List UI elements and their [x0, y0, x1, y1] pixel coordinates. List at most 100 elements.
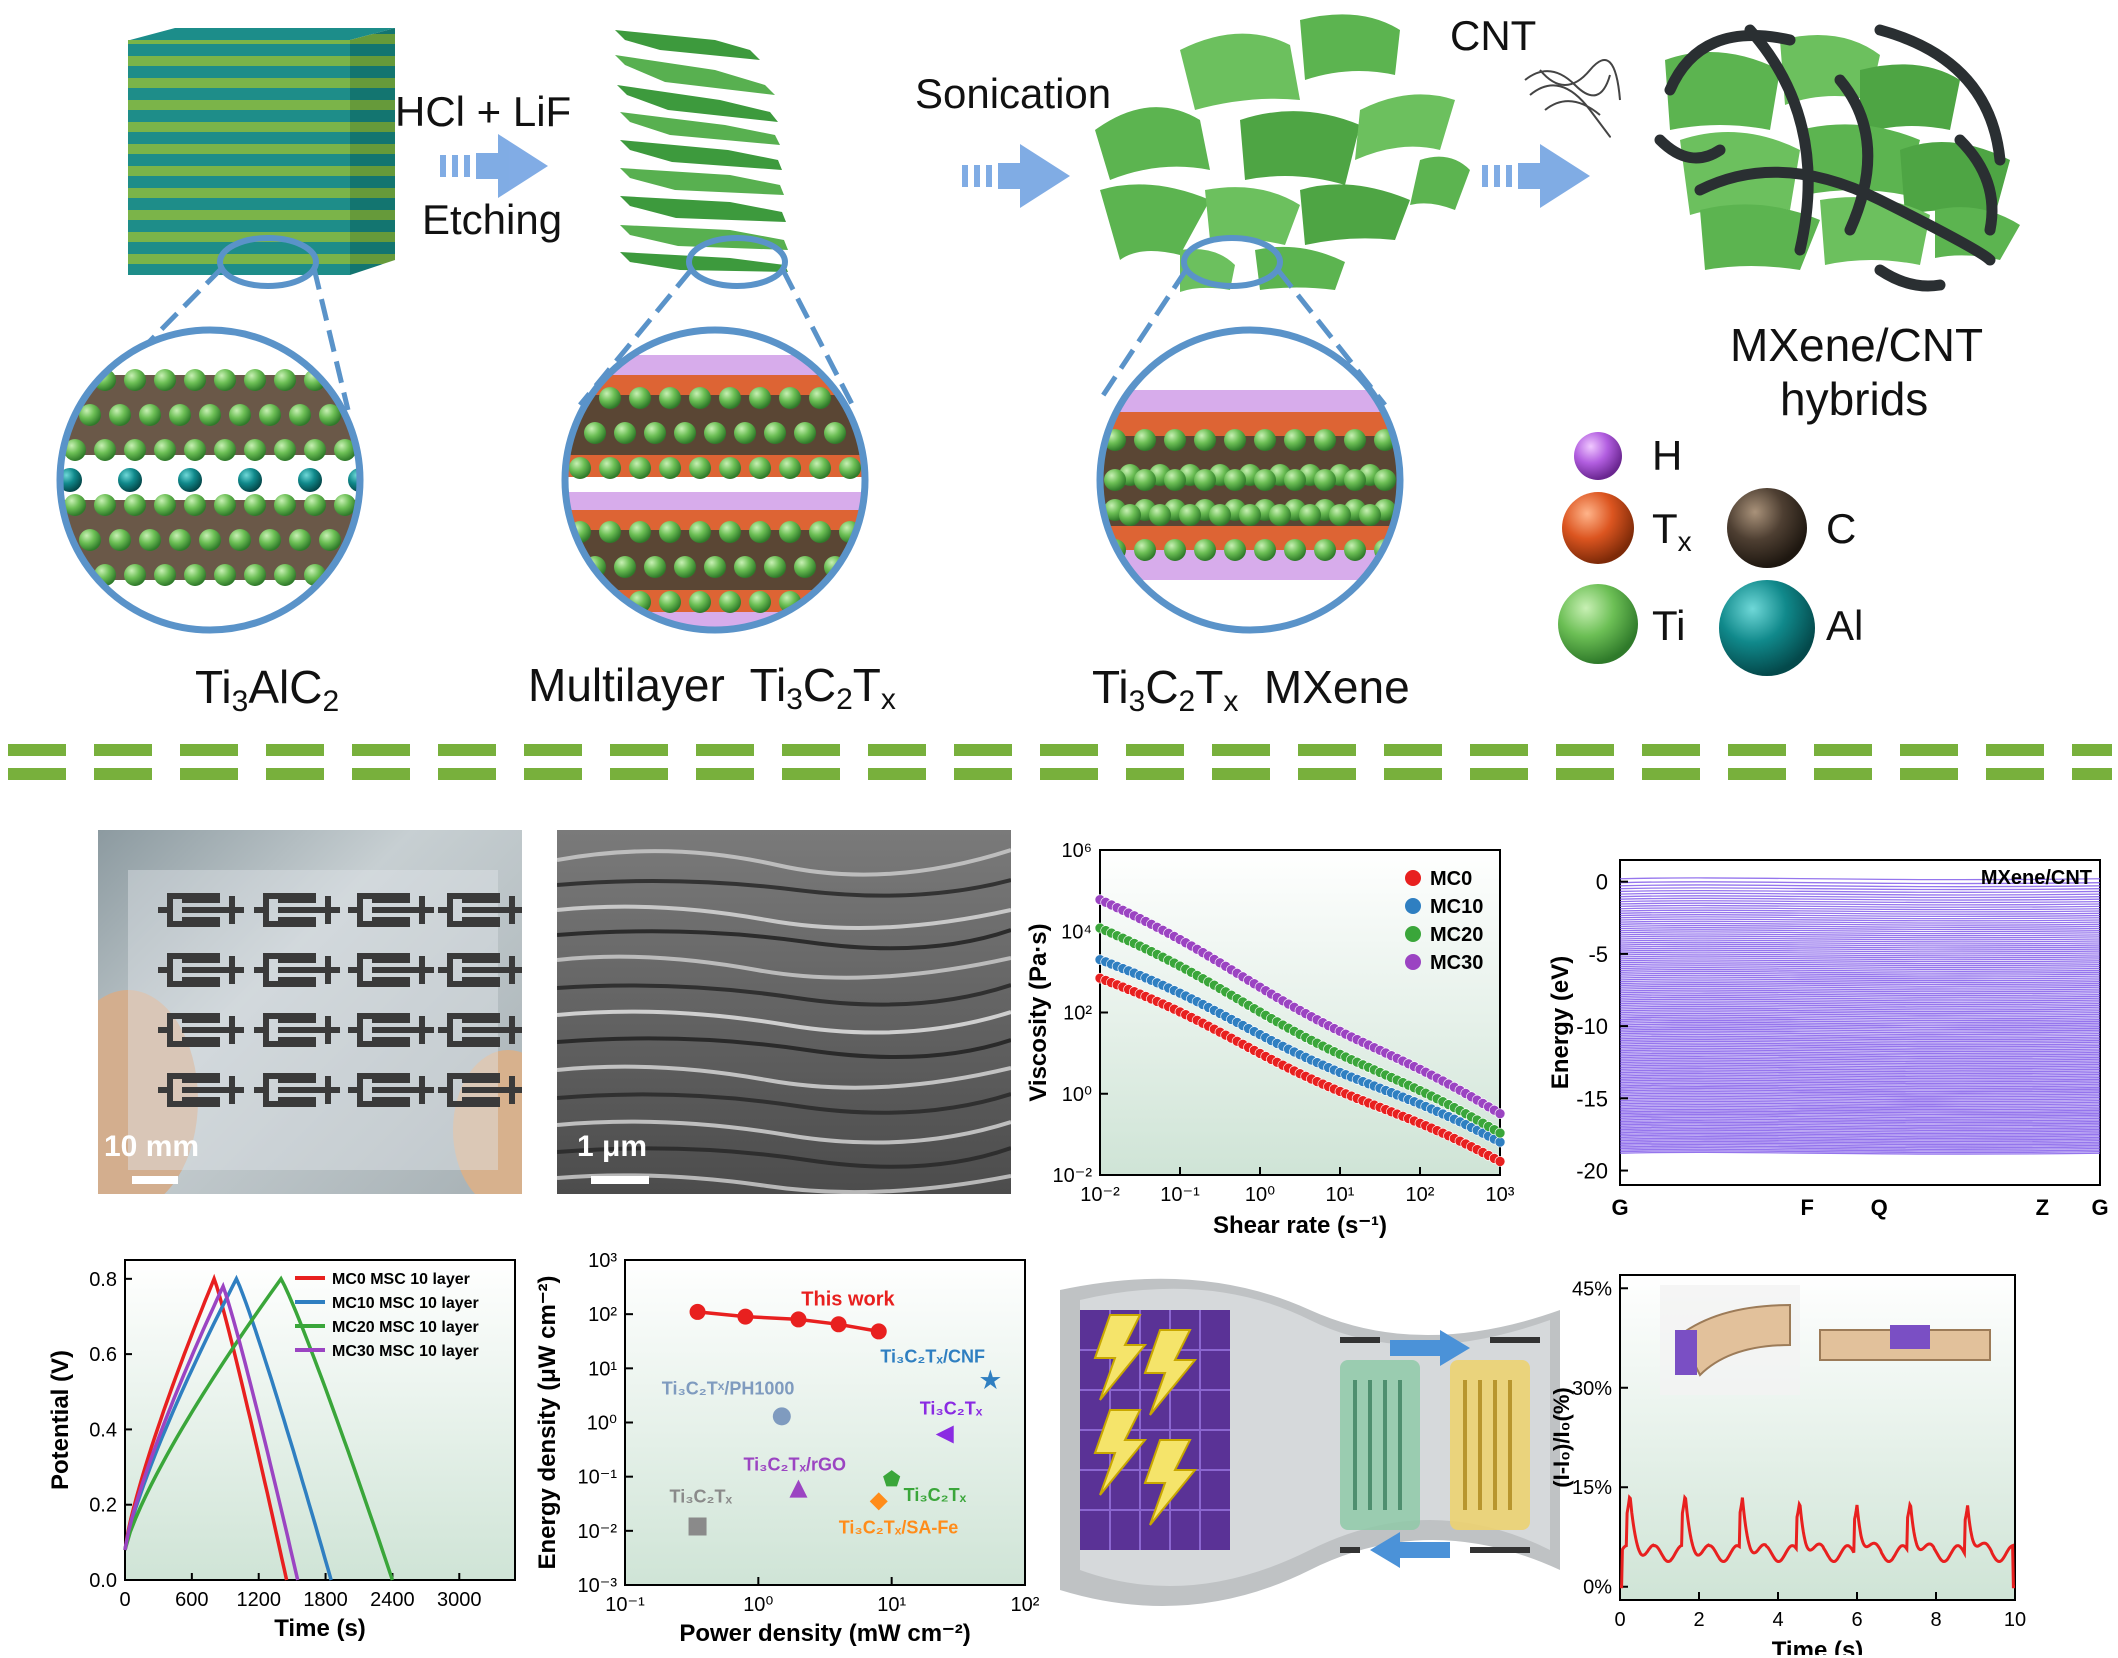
energy-band — [1619, 933, 2101, 937]
energy-band — [1619, 918, 2101, 922]
energy-band — [1619, 1103, 2101, 1107]
energy-band — [1619, 877, 2101, 881]
etchant-label: HCl + LiF — [395, 88, 572, 135]
viscosity-point-mc0 — [1494, 1156, 1506, 1167]
y-tick-label: 10⁴ — [1061, 921, 1092, 943]
etching-arrow — [440, 134, 548, 198]
energy-band — [1619, 1056, 2101, 1060]
energy-band — [1619, 904, 2101, 908]
energy-band — [1619, 1082, 2101, 1086]
divider-line-1 — [8, 744, 2112, 756]
energy-band — [1619, 1131, 2101, 1135]
k-point-label: Q — [1871, 1195, 1888, 1220]
energy-band — [1619, 1113, 2101, 1117]
x-tick-label: 8 — [1930, 1609, 1941, 1631]
x-tick-label: 10² — [1011, 1594, 1040, 1616]
energy-band — [1619, 1030, 2101, 1034]
energy-band — [1619, 1076, 2101, 1080]
energy-band — [1619, 924, 2101, 928]
legend-entry: MC10 — [1430, 896, 1483, 918]
y-tick-label: 10⁰ — [587, 1413, 617, 1435]
ragone-point-label: Ti₃C₂Tₓ/CNF — [880, 1346, 985, 1366]
x-tick-label: 10⁻¹ — [605, 1594, 645, 1616]
ragone-point — [789, 1479, 808, 1498]
this-work-point — [870, 1323, 887, 1340]
energy-band — [1619, 1003, 2101, 1007]
legend-entry: MC30 — [1430, 952, 1483, 974]
energy-band — [1619, 1028, 2101, 1032]
legend-tx-text: Tx — [1652, 505, 1692, 557]
x-tick-label: 10⁰ — [743, 1594, 773, 1616]
energy-band — [1619, 1007, 2101, 1011]
sensor-patch — [1890, 1325, 1930, 1349]
this-work-label: This work — [801, 1288, 895, 1310]
ragone-point-label: Ti₃C₂Tₓ/SA-Fe — [839, 1517, 959, 1537]
legend-al-text: Al — [1826, 602, 1864, 649]
x-tick-label: 1200 — [236, 1589, 281, 1611]
legend-c-ball — [1727, 488, 1807, 568]
y-tick-label: 10¹ — [588, 1358, 617, 1380]
energy-band — [1619, 920, 2101, 924]
supercapacitor-right — [1450, 1360, 1530, 1530]
ragone-point-label: Ti₃C₂Tₓ — [904, 1485, 967, 1505]
energy-band — [1619, 1129, 2101, 1133]
energy-band — [1619, 1112, 2101, 1116]
legend-ti-ball — [1558, 584, 1638, 664]
cnt-scribble — [1524, 59, 1621, 138]
ragone-point — [935, 1425, 954, 1444]
energy-band — [1619, 1150, 2101, 1154]
y-tick-label: 10⁻³ — [578, 1575, 618, 1597]
legend-entry: MC20 — [1430, 924, 1483, 946]
energy-band — [1619, 1074, 2101, 1078]
energy-band — [1619, 1142, 2101, 1146]
gcd-curve — [123, 1273, 289, 1581]
energy-band — [1619, 1139, 2101, 1143]
energy-band — [1619, 1090, 2101, 1094]
sem-image: 1 μm — [557, 830, 1011, 1194]
energy-band — [1619, 991, 2101, 995]
x-tick-label: 2400 — [370, 1589, 415, 1611]
y-tick-label: 0.6 — [89, 1344, 117, 1366]
sensor-patch — [1675, 1330, 1697, 1375]
legend-marker — [1405, 954, 1421, 970]
cnt-label: CNT — [1450, 12, 1537, 59]
finger-bending-inset — [1660, 1285, 1991, 1395]
energy-band — [1619, 1110, 2101, 1114]
energy-band — [1619, 914, 2101, 918]
x-tick-label: 600 — [175, 1589, 208, 1611]
energy-band — [1619, 1069, 2101, 1073]
energy-band — [1619, 1025, 2101, 1029]
y-tick-label: 10⁻² — [578, 1521, 618, 1543]
energy-band — [1619, 1089, 2101, 1093]
k-point-label: G — [1611, 1195, 1628, 1220]
energy-band — [1619, 1123, 2101, 1127]
energy-band — [1619, 884, 2101, 888]
x-tick-label: 10³ — [1486, 1184, 1515, 1206]
sem-scale-label: 1 μm — [577, 1130, 648, 1163]
energy-band — [1619, 1151, 2101, 1155]
legend-ti-text: Ti — [1652, 602, 1686, 649]
energy-band — [1619, 1077, 2101, 1081]
x-tick-label: 10² — [1406, 1184, 1435, 1206]
x-tick-label: 1800 — [303, 1589, 348, 1611]
charge-flow-arrows — [1370, 1330, 1470, 1568]
energy-band — [1619, 1040, 2101, 1044]
energy-band — [1619, 963, 2101, 967]
y-tick-label: 0 — [1596, 870, 1608, 895]
energy-band — [1619, 907, 2101, 911]
energy-band — [1619, 1071, 2101, 1075]
energy-band — [1619, 1092, 2101, 1096]
legend-entry: MC0 MSC 10 layer — [332, 1271, 470, 1288]
energy-band — [1619, 1105, 2101, 1109]
energy-band — [1619, 951, 2101, 955]
energy-band — [1619, 1021, 2101, 1025]
energy-band — [1619, 1018, 2101, 1022]
y-tick-label: 0.0 — [89, 1570, 117, 1592]
energy-band — [1619, 1035, 2101, 1039]
energy-band — [1619, 897, 2101, 901]
x-tick-label: 3000 — [437, 1589, 482, 1611]
energy-band — [1619, 1050, 2101, 1055]
energy-band — [1619, 980, 2101, 984]
y-tick-label: 0% — [1583, 1577, 1612, 1599]
y-tick-label: 10⁶ — [1062, 840, 1092, 862]
